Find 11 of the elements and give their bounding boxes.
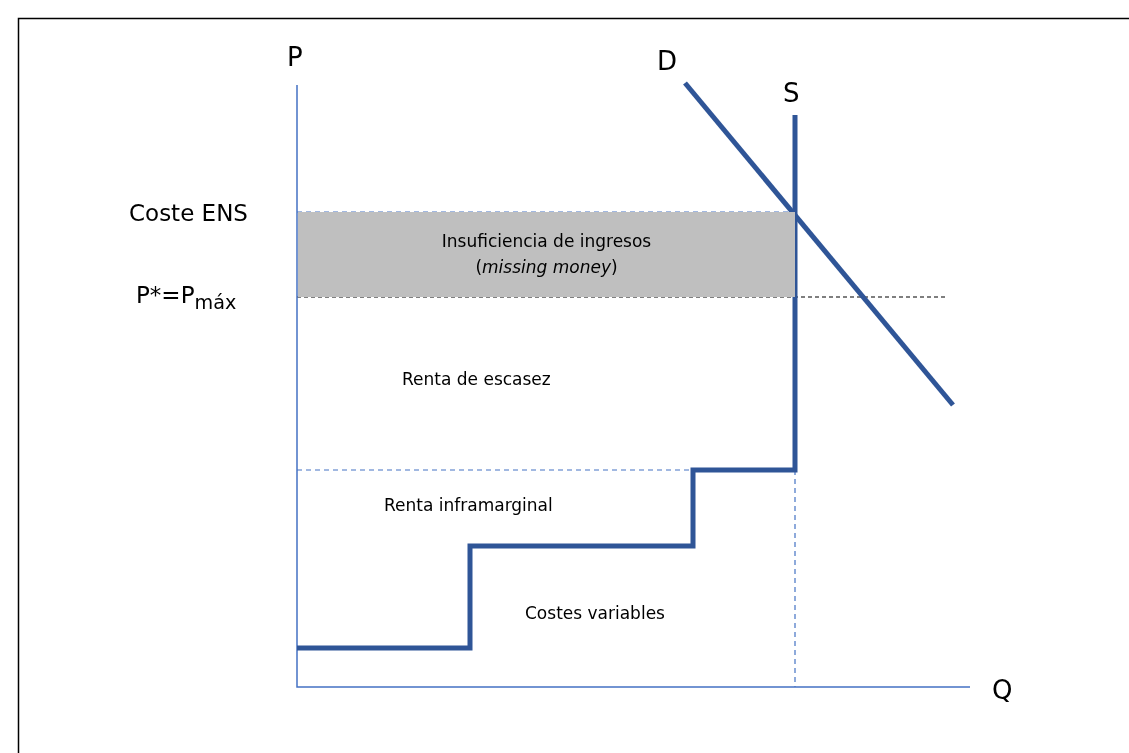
area-label: Renta de escasez bbox=[402, 371, 551, 388]
area-label: Insuficiencia de ingresos (missing money) bbox=[440, 230, 653, 279]
axis-label: Q bbox=[992, 677, 1013, 703]
price-label: Coste ENS bbox=[129, 202, 248, 225]
area-label: Renta inframarginal bbox=[384, 497, 553, 514]
price-label: P*=P$_{máx}$ bbox=[136, 284, 237, 312]
curve-label: D bbox=[657, 48, 678, 74]
axis-label: P bbox=[287, 44, 303, 70]
curve-label: S bbox=[783, 80, 800, 106]
area-label: Costes variables bbox=[525, 605, 665, 622]
shaded-area bbox=[298, 212, 795, 297]
